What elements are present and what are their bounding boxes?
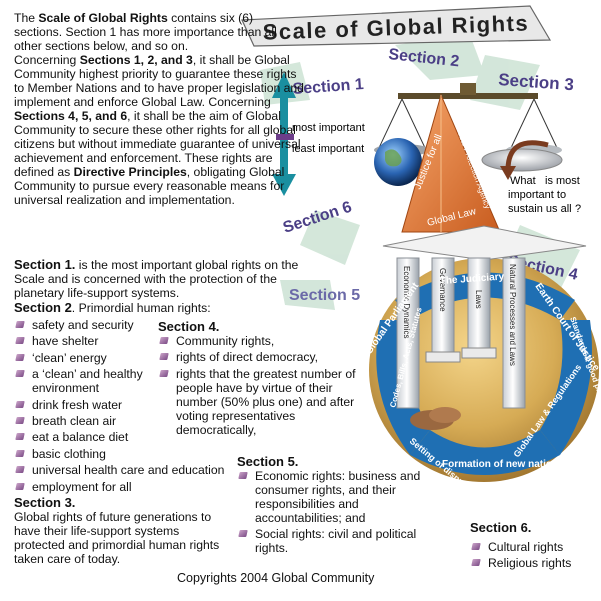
most-important-label: most important <box>292 122 365 134</box>
list-item: breath clean air <box>14 414 244 428</box>
copyright-notice: Copyrights 2004 Global Community <box>177 571 375 585</box>
list-item: a ‘clean’ and healthy environment <box>14 367 152 395</box>
section-3-block: Section 3. Global rights of future gener… <box>14 495 220 567</box>
list-item: Cultural rights <box>470 540 590 554</box>
svg-text:Laws: Laws <box>474 290 483 309</box>
list-item: eat a balance diet <box>14 430 244 444</box>
svg-text:The Judiciary: The Judiciary <box>439 271 505 287</box>
section-2-list: safety and security have shelter ‘clean’… <box>14 318 244 494</box>
least-important-label: least important <box>292 143 364 155</box>
svg-text:What: What <box>510 175 536 187</box>
global-courthouse <box>369 225 599 482</box>
list-item: Social rights: civil and political right… <box>237 527 427 555</box>
list-item: safety and security <box>14 318 244 332</box>
title-banner: Scale of Global Rights <box>241 5 552 47</box>
svg-text:Economic Dynamics: Economic Dynamics <box>402 266 411 338</box>
svg-text:Governance: Governance <box>438 268 447 312</box>
section-6-block: Section 6. Cultural rights Religious rig… <box>470 521 590 573</box>
question-text: What is most important to sustain us all… <box>508 175 581 215</box>
section-1-block: Section 1. is the most important global … <box>14 257 299 301</box>
svg-text:Formation of new nations: Formation of new nations <box>442 459 564 470</box>
list-item: Religious rights <box>470 556 590 570</box>
section-4-block: Section 4. Community rights, rights of d… <box>158 320 358 439</box>
svg-text:is most: is most <box>545 175 580 187</box>
diagram-section-1: Section 1 <box>292 76 364 98</box>
importance-arrow <box>272 72 296 196</box>
section-6-list: Cultural rights Religious rights <box>470 540 590 570</box>
list-item: employment for all <box>14 480 244 494</box>
list-item: drink fresh water <box>14 398 244 412</box>
question-arrow <box>505 140 549 171</box>
section-4-list: Community rights, rights of direct democ… <box>158 334 358 437</box>
list-item: universal health care and education <box>14 463 244 477</box>
list-item: have shelter <box>14 334 244 348</box>
list-item: Economic rights: business and consumer r… <box>237 469 427 525</box>
diagram-section-5: Section 5 <box>289 287 360 304</box>
svg-text:Natural Processes and Laws: Natural Processes and Laws <box>508 264 517 366</box>
section-2-block: Section 2. Primordial human rights: safe… <box>14 301 244 496</box>
svg-text:important to: important to <box>508 189 566 201</box>
list-item: basic clothing <box>14 447 244 461</box>
svg-text:?: ? <box>575 203 581 215</box>
section-5-list: Economic rights: business and consumer r… <box>237 469 427 555</box>
section-5-block: Section 5. Economic rights: business and… <box>237 455 427 558</box>
list-item: ‘clean’ energy <box>14 351 244 365</box>
column-labels: Economic Dynamics Governance Laws Natura… <box>402 264 517 366</box>
empty-platter <box>481 148 563 172</box>
list-item: rights that the greatest number of peopl… <box>158 367 358 437</box>
svg-text:sustain us all: sustain us all <box>508 203 572 215</box>
list-item: rights of direct democracy, <box>158 350 358 364</box>
intro-paragraph: The Scale of Global Rights contains six … <box>14 11 304 207</box>
list-item: Community rights, <box>158 334 358 348</box>
